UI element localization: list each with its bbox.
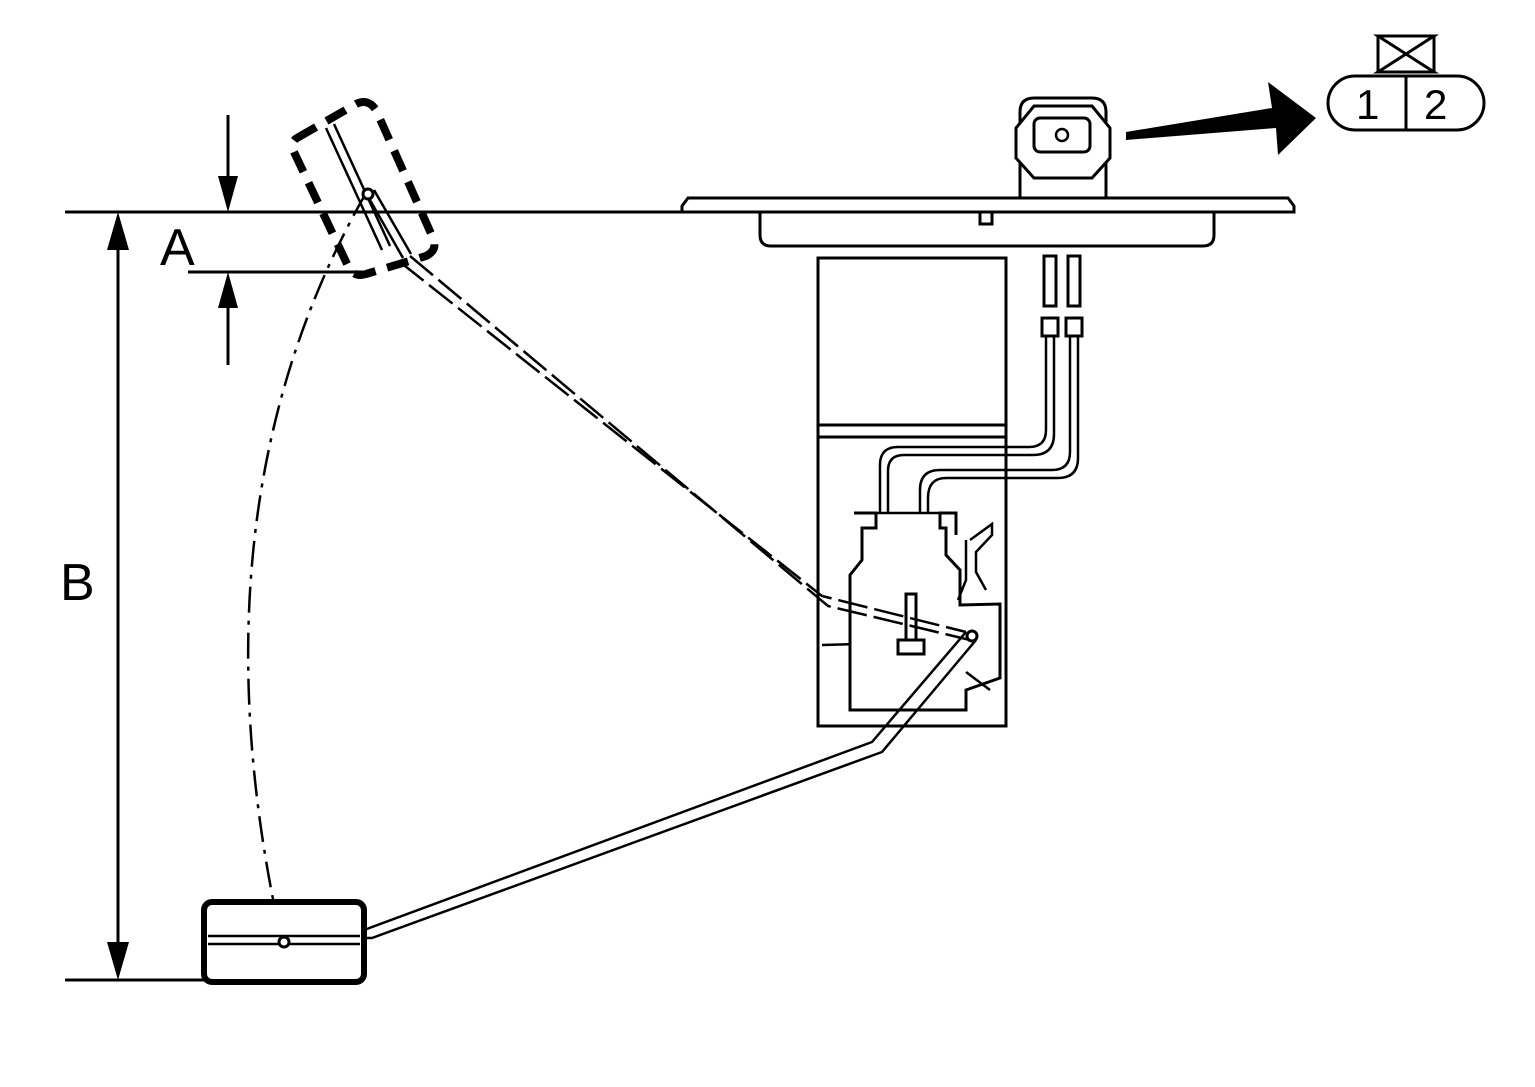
float-arm-upper: [364, 189, 971, 642]
float-upper-position: [288, 98, 439, 279]
sender-module: [848, 511, 1002, 712]
float-swing-arc: [246, 192, 368, 943]
sender-flange: [680, 196, 1296, 248]
connector-housing: [1014, 96, 1112, 200]
connector-pin-2: 2: [1424, 81, 1447, 128]
wire-harness: [878, 254, 1084, 512]
dimension-b: [107, 212, 129, 980]
float-lower-position: [201, 899, 367, 985]
dimension-a: [188, 115, 372, 365]
connector-pinout-symbol: [1326, 34, 1486, 132]
dimension-a-label: A: [160, 219, 195, 277]
dimension-b-label: B: [60, 554, 95, 612]
connector-pin-1: 1: [1356, 81, 1379, 128]
connector-pointer-arrow: [1126, 82, 1316, 155]
